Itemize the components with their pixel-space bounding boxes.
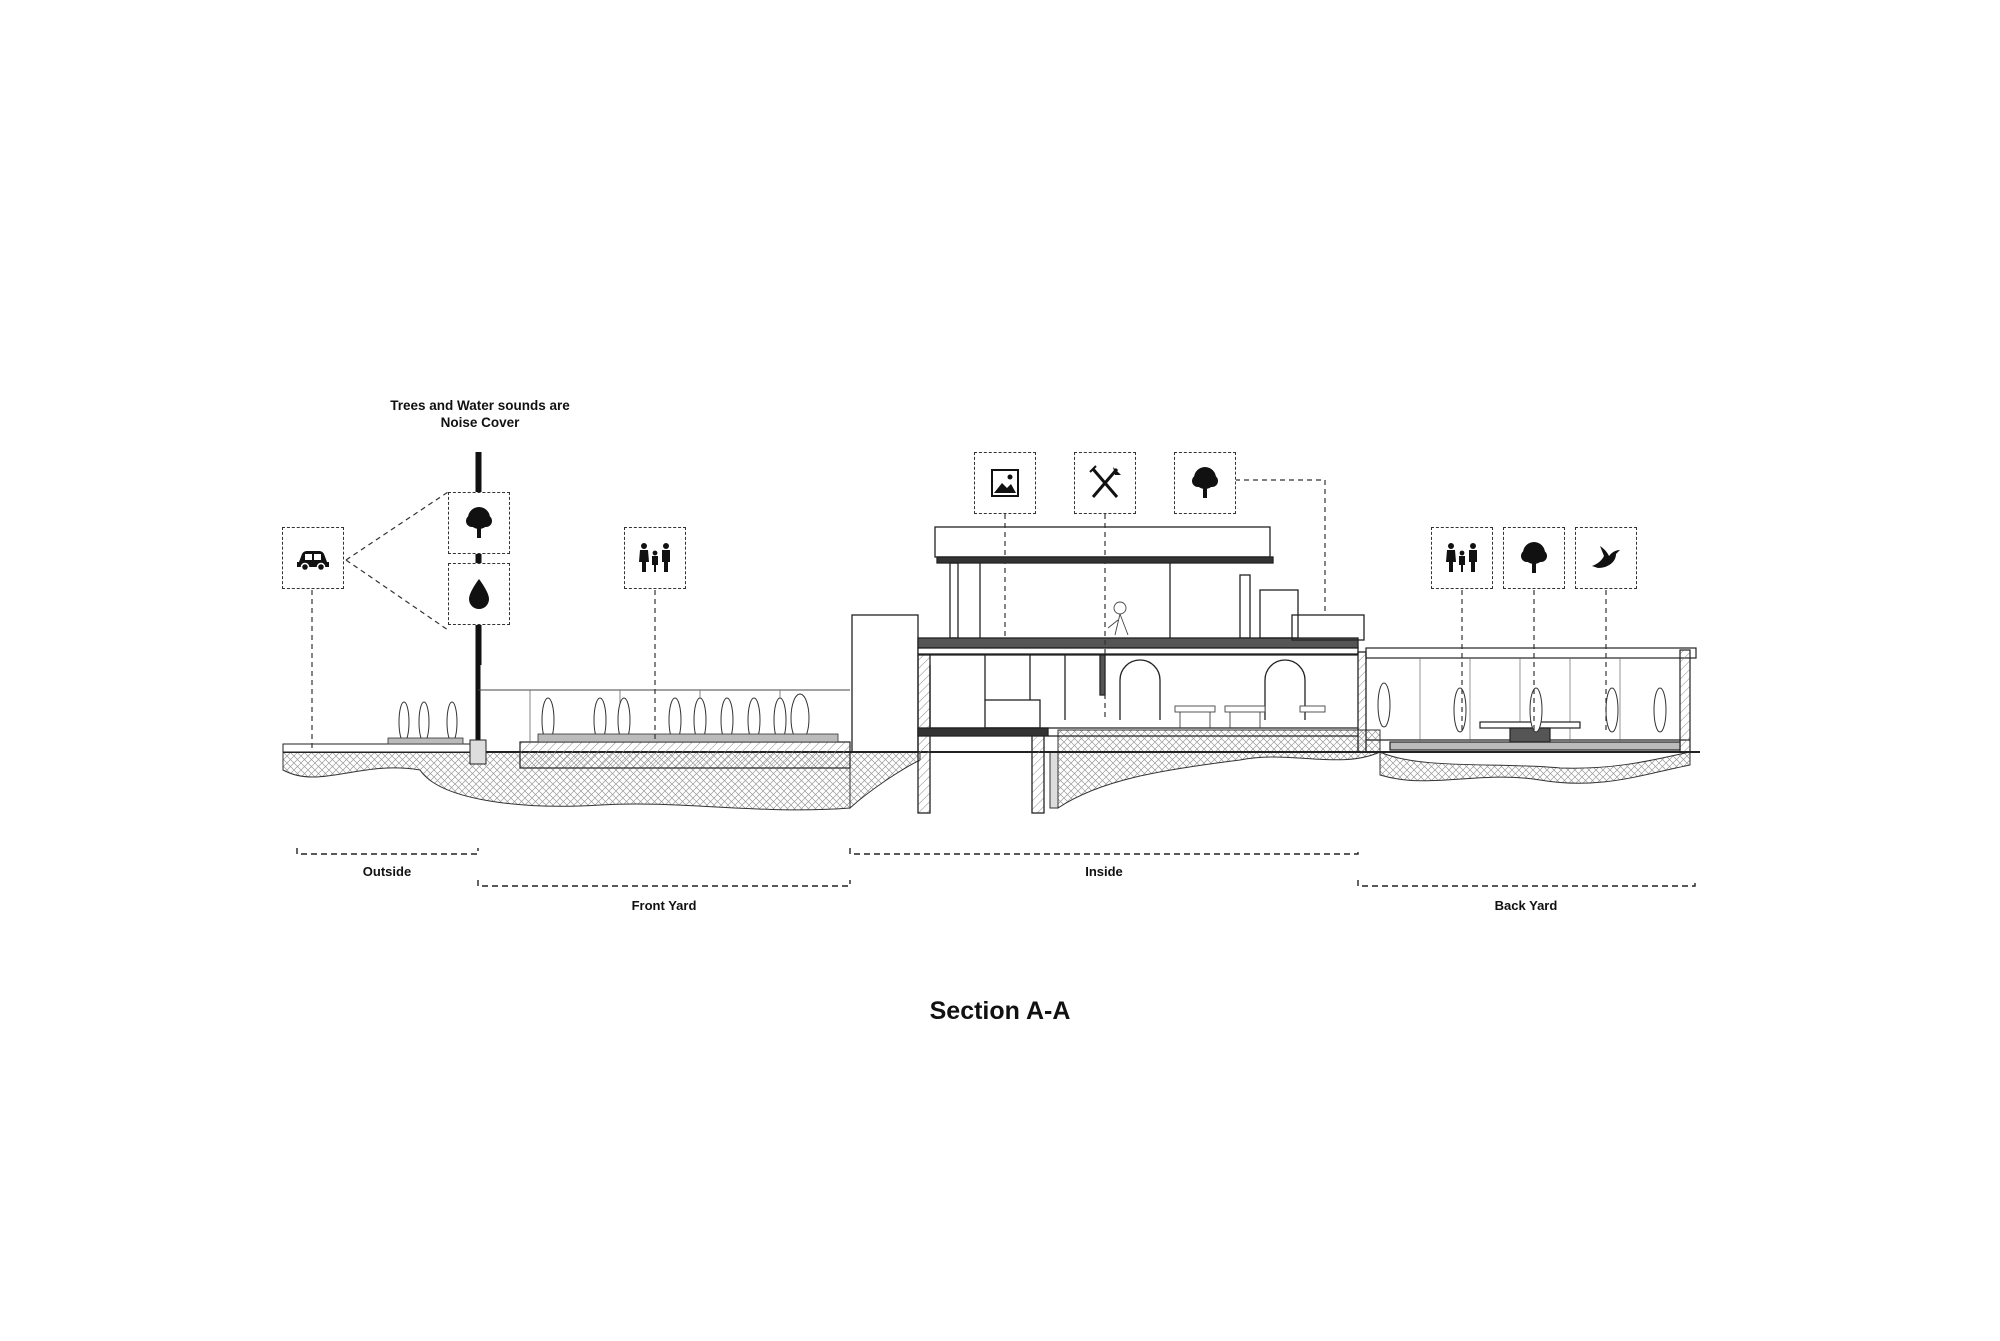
picture-box xyxy=(974,452,1036,514)
dining-box xyxy=(1074,452,1136,514)
family-box-back xyxy=(1431,527,1493,589)
zone-outside: Outside xyxy=(362,864,412,879)
water-drop-icon xyxy=(469,579,489,609)
tree-icon xyxy=(1192,467,1218,498)
zone-brackets xyxy=(296,848,1696,887)
zone-inside: Inside xyxy=(1085,864,1123,879)
section-title: Section A-A xyxy=(929,997,1071,1025)
noise-cover-note: Trees and Water sounds are Noise Cover xyxy=(340,397,620,431)
bird-box xyxy=(1575,527,1637,589)
interior-furniture xyxy=(1107,601,1326,728)
zone-front-yard: Front Yard xyxy=(631,898,697,913)
family-icon xyxy=(639,543,670,572)
bird-icon xyxy=(1592,546,1620,568)
trees-back xyxy=(1377,682,1667,733)
tree-box-noise xyxy=(448,492,510,554)
tree-icon xyxy=(1521,542,1547,573)
front-wall-base xyxy=(469,739,487,765)
tree-box-inside xyxy=(1174,452,1236,514)
tree-icon xyxy=(466,507,492,538)
family-box-front xyxy=(624,527,686,589)
front-pool xyxy=(519,741,851,769)
tree-box-back xyxy=(1503,527,1565,589)
ground-soil-4 xyxy=(1057,729,1381,809)
noise-cover-line-2: Noise Cover xyxy=(440,415,520,430)
family-icon xyxy=(1446,543,1477,572)
noise-cover-line-1: Trees and Water sounds are xyxy=(390,398,570,413)
zone-back-yard: Back Yard xyxy=(1494,898,1558,913)
car-icon xyxy=(297,551,329,572)
ground-soil-3 xyxy=(1049,751,1059,809)
ground-soil-2 xyxy=(849,751,921,810)
leader-lines xyxy=(311,479,1607,752)
back-yard xyxy=(1365,647,1697,753)
water-box xyxy=(448,563,510,625)
ground-soil-5 xyxy=(1379,751,1691,784)
fork-knife-icon xyxy=(1089,465,1121,498)
shrubs-front xyxy=(387,733,839,745)
car-box xyxy=(282,527,344,589)
picture-icon xyxy=(991,469,1019,497)
